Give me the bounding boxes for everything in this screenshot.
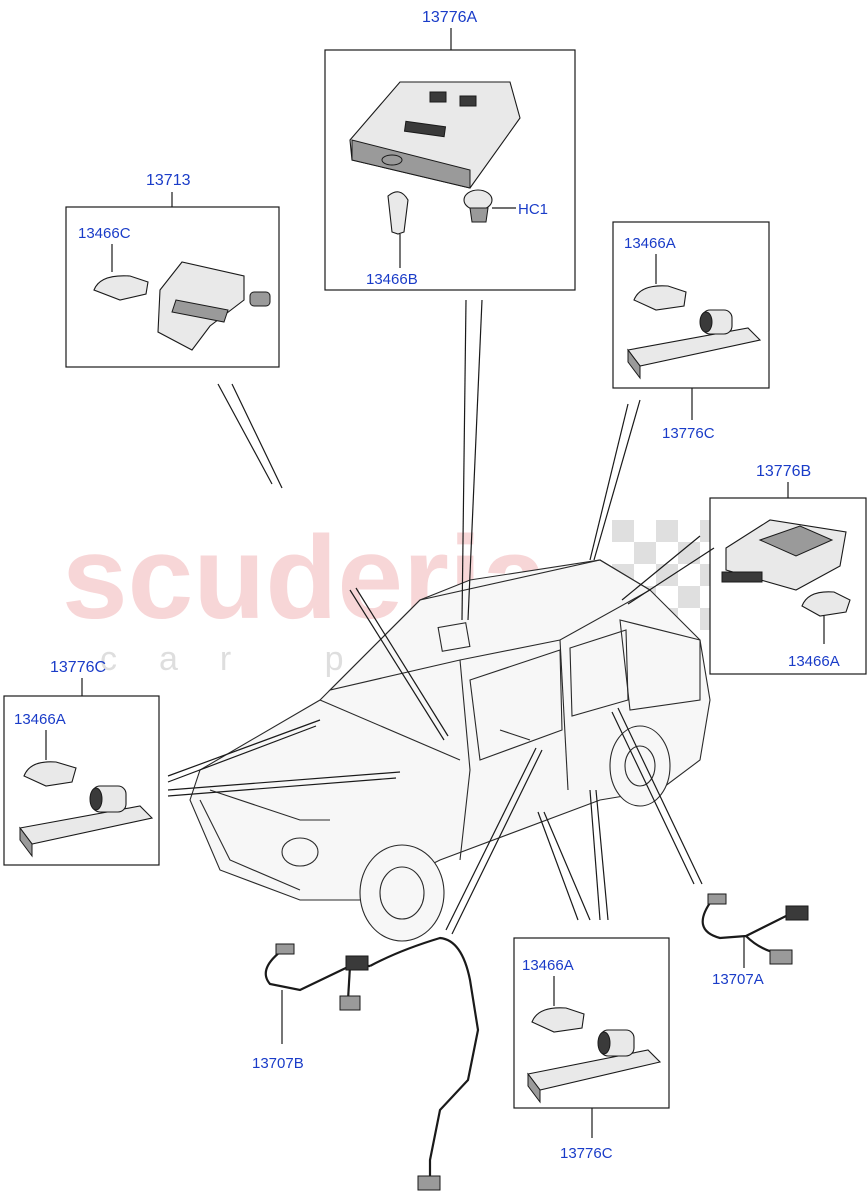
- callout-13466A-top-right: 13466A: [624, 235, 676, 252]
- bulb-13466A-right-illustration: [801, 591, 851, 617]
- callout-13466A-bottom: 13466A: [522, 957, 574, 974]
- clip-HC1-illustration: [463, 189, 516, 223]
- callout-13707B: 13707B: [252, 1055, 304, 1072]
- callout-13776A: 13776A: [422, 9, 477, 26]
- switch-housing-illustration: [157, 261, 271, 351]
- courtesy-lamp-top-right-illustration: [627, 309, 762, 380]
- callout-13707A: 13707A: [712, 971, 764, 988]
- courtesy-lamp-bottom-illustration: [527, 1029, 662, 1104]
- group-13776A: 13776A 13466B HC1: [324, 9, 576, 291]
- callout-13466B: 13466B: [366, 271, 418, 288]
- callout-13776B: 13776B: [756, 463, 811, 480]
- callout-13466A-left: 13466A: [14, 711, 66, 728]
- group-13776C-left: 13776C 13466A: [3, 659, 160, 866]
- group-13776C-bottom: 13466A 13776C: [513, 937, 670, 1162]
- bulb-13466A-bottom-illustration: [531, 1007, 585, 1033]
- bulb-13466A-left-illustration: [23, 761, 77, 787]
- courtesy-lamp-left-illustration: [19, 785, 154, 858]
- bulb-13466B-illustration: [387, 191, 409, 268]
- harness-13707B: 13707B: [252, 936, 480, 1191]
- callout-13776C-left: 13776C: [50, 659, 106, 676]
- group-13776B: 13776B 13466A: [709, 463, 867, 675]
- callout-13466C: 13466C: [78, 225, 131, 242]
- bulb-13466A-top-right-illustration: [633, 285, 687, 311]
- callout-HC1: HC1: [518, 201, 548, 218]
- group-13776C-top-right: 13466A 13776C: [612, 221, 770, 442]
- leader-lines: [167, 299, 715, 935]
- bulb-13466C-illustration: [93, 275, 149, 301]
- harness-13707A: 13707A: [701, 893, 809, 988]
- callout-13466A-right: 13466A: [788, 653, 840, 670]
- group-13713: 13713 13466C: [65, 172, 280, 368]
- callout-13776C-bottom: 13776C: [560, 1145, 613, 1162]
- cargo-lamp-13776B-illustration: [721, 519, 847, 591]
- callout-13776C-top-right: 13776C: [662, 425, 715, 442]
- overhead-console-illustration: [349, 81, 521, 189]
- vehicle-illustration: [189, 559, 711, 942]
- callout-13713: 13713: [146, 172, 191, 189]
